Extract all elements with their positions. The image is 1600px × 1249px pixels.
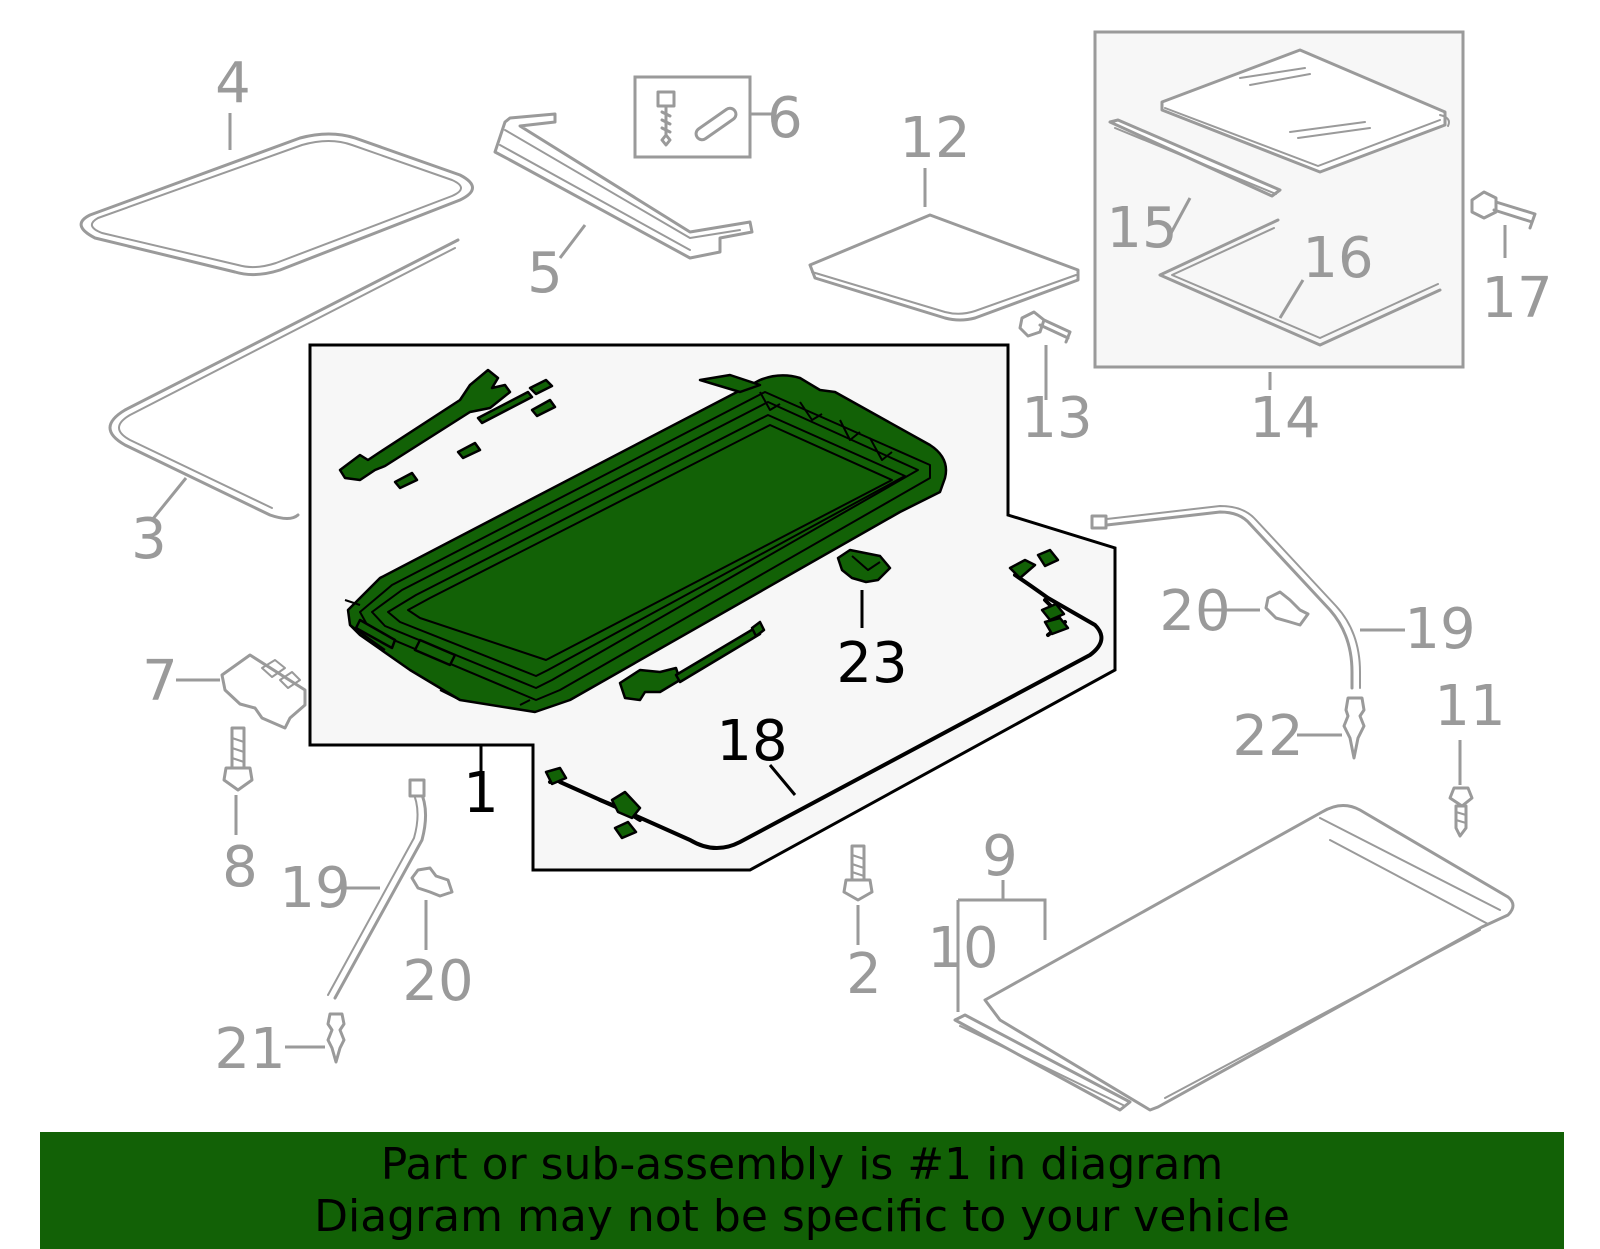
part-6-fasteners bbox=[656, 90, 738, 147]
part-12-panel bbox=[808, 213, 1080, 322]
callout-10: 10 bbox=[927, 916, 998, 981]
part-1-sunroof-frame bbox=[344, 373, 948, 714]
callout-20-right: 20 bbox=[1159, 579, 1230, 644]
part-9-sunshade bbox=[983, 804, 1515, 1112]
callout-9: 9 bbox=[982, 824, 1018, 889]
part-3-drain-seal bbox=[108, 238, 460, 520]
leader-lines-highlight bbox=[479, 590, 864, 796]
part-22-connector bbox=[1342, 696, 1366, 760]
part-15-strip bbox=[1108, 118, 1282, 198]
callout-13: 13 bbox=[1021, 386, 1092, 451]
callout-11: 11 bbox=[1434, 674, 1505, 739]
part-14-glass bbox=[1160, 48, 1450, 174]
part-13-bolt bbox=[1018, 310, 1072, 344]
info-banner: Part or sub-assembly is #1 in diagram Di… bbox=[40, 1132, 1564, 1249]
part-20-clip-right bbox=[1264, 590, 1310, 627]
callout-19-left: 19 bbox=[279, 856, 350, 921]
callout-15: 15 bbox=[1106, 196, 1177, 261]
part-23-bracket bbox=[836, 548, 892, 584]
callout-18: 18 bbox=[716, 709, 787, 774]
callout-16: 16 bbox=[1302, 226, 1373, 291]
part-10-sunshade-edge bbox=[953, 1013, 1132, 1112]
part-2-bolt bbox=[842, 844, 874, 902]
callout-7: 7 bbox=[142, 649, 178, 714]
callout-14: 14 bbox=[1249, 386, 1320, 451]
callout-6: 6 bbox=[767, 86, 803, 151]
callout-22: 22 bbox=[1232, 704, 1303, 769]
part-16-seal bbox=[1158, 218, 1442, 347]
part-21-connector bbox=[326, 1012, 346, 1064]
part-11-bolt bbox=[1448, 786, 1474, 838]
part-17-bolt bbox=[1470, 190, 1537, 230]
part-18-wire-harness bbox=[544, 548, 1104, 850]
part-1-track-pieces bbox=[338, 368, 557, 490]
callout-3: 3 bbox=[131, 507, 167, 572]
callout-5: 5 bbox=[527, 241, 563, 306]
callout-23: 23 bbox=[836, 631, 907, 696]
callout-20-left: 20 bbox=[402, 949, 473, 1014]
part-8-bolt bbox=[222, 726, 254, 792]
banner-line-1: Part or sub-assembly is #1 in diagram bbox=[380, 1138, 1224, 1190]
part-7-bracket bbox=[220, 653, 307, 730]
part-19-drain-hose-left bbox=[327, 778, 427, 1000]
banner-line-2: Diagram may not be specific to your vehi… bbox=[314, 1190, 1290, 1242]
callout-4: 4 bbox=[215, 51, 251, 116]
callout-17: 17 bbox=[1481, 266, 1552, 331]
part-5-deflector bbox=[493, 112, 754, 260]
callout-12: 12 bbox=[899, 106, 970, 171]
callout-19-right: 19 bbox=[1404, 597, 1475, 662]
callout-1: 1 bbox=[463, 761, 499, 826]
part-4-seal bbox=[79, 132, 474, 277]
part-1-cable bbox=[618, 620, 766, 702]
part-19-drain-hose-right bbox=[1090, 505, 1361, 690]
callout-2: 2 bbox=[846, 942, 882, 1007]
callout-8: 8 bbox=[222, 835, 258, 900]
leader-lines bbox=[150, 112, 1507, 1049]
callout-21: 21 bbox=[214, 1017, 285, 1082]
part-20-clip-left bbox=[410, 866, 454, 898]
